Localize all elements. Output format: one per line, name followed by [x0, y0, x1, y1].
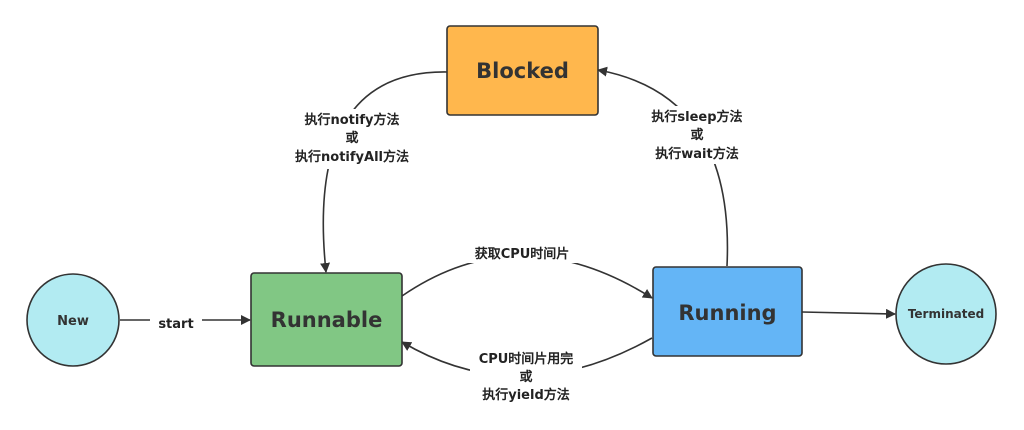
node-new-label: New	[57, 314, 89, 329]
edge-terminate	[801, 308, 896, 319]
edge-get-cpu-label: 获取CPU时间片	[475, 246, 570, 262]
node-terminated: Terminated	[895, 263, 997, 365]
edge-notify-label-2: 或	[345, 130, 358, 146]
edge-notify-label-3: 执行notifyAll方法	[295, 149, 409, 165]
edge-start-label-group: start	[150, 312, 202, 332]
edge-yield-label-2: 或	[519, 369, 532, 385]
node-runnable-label: Runnable	[271, 308, 383, 332]
node-blocked: Blocked	[446, 25, 599, 116]
edge-sleep-label-2: 或	[690, 127, 703, 143]
edge-notify-label-1: 执行notify方法	[305, 112, 400, 128]
edge-sleep-label-1: 执行sleep方法	[651, 109, 742, 125]
node-runnable: Runnable	[250, 272, 403, 367]
edge-sleep	[597, 66, 729, 267]
edge-notify-label-group: 执行notify方法 或 执行notifyAll方法	[283, 109, 421, 169]
node-running: Running	[652, 266, 803, 357]
node-running-label: Running	[678, 301, 776, 325]
edge-sleep-label-group: 执行sleep方法 或 执行wait方法	[640, 106, 754, 164]
edge-sleep-label-3: 执行wait方法	[655, 146, 738, 162]
node-new: New	[26, 273, 120, 367]
edge-yield-label-group: CPU时间片用完 或 执行yield方法	[470, 348, 582, 406]
edge-get-cpu-label-group: 获取CPU时间片	[462, 243, 582, 263]
edge-notify	[320, 71, 448, 273]
edge-yield-label-1: CPU时间片用完	[479, 351, 574, 367]
node-blocked-label: Blocked	[476, 59, 569, 83]
node-terminated-label: Terminated	[908, 307, 984, 321]
edge-start-label: start	[158, 317, 193, 332]
edge-yield-label-3: 执行yield方法	[482, 387, 570, 403]
